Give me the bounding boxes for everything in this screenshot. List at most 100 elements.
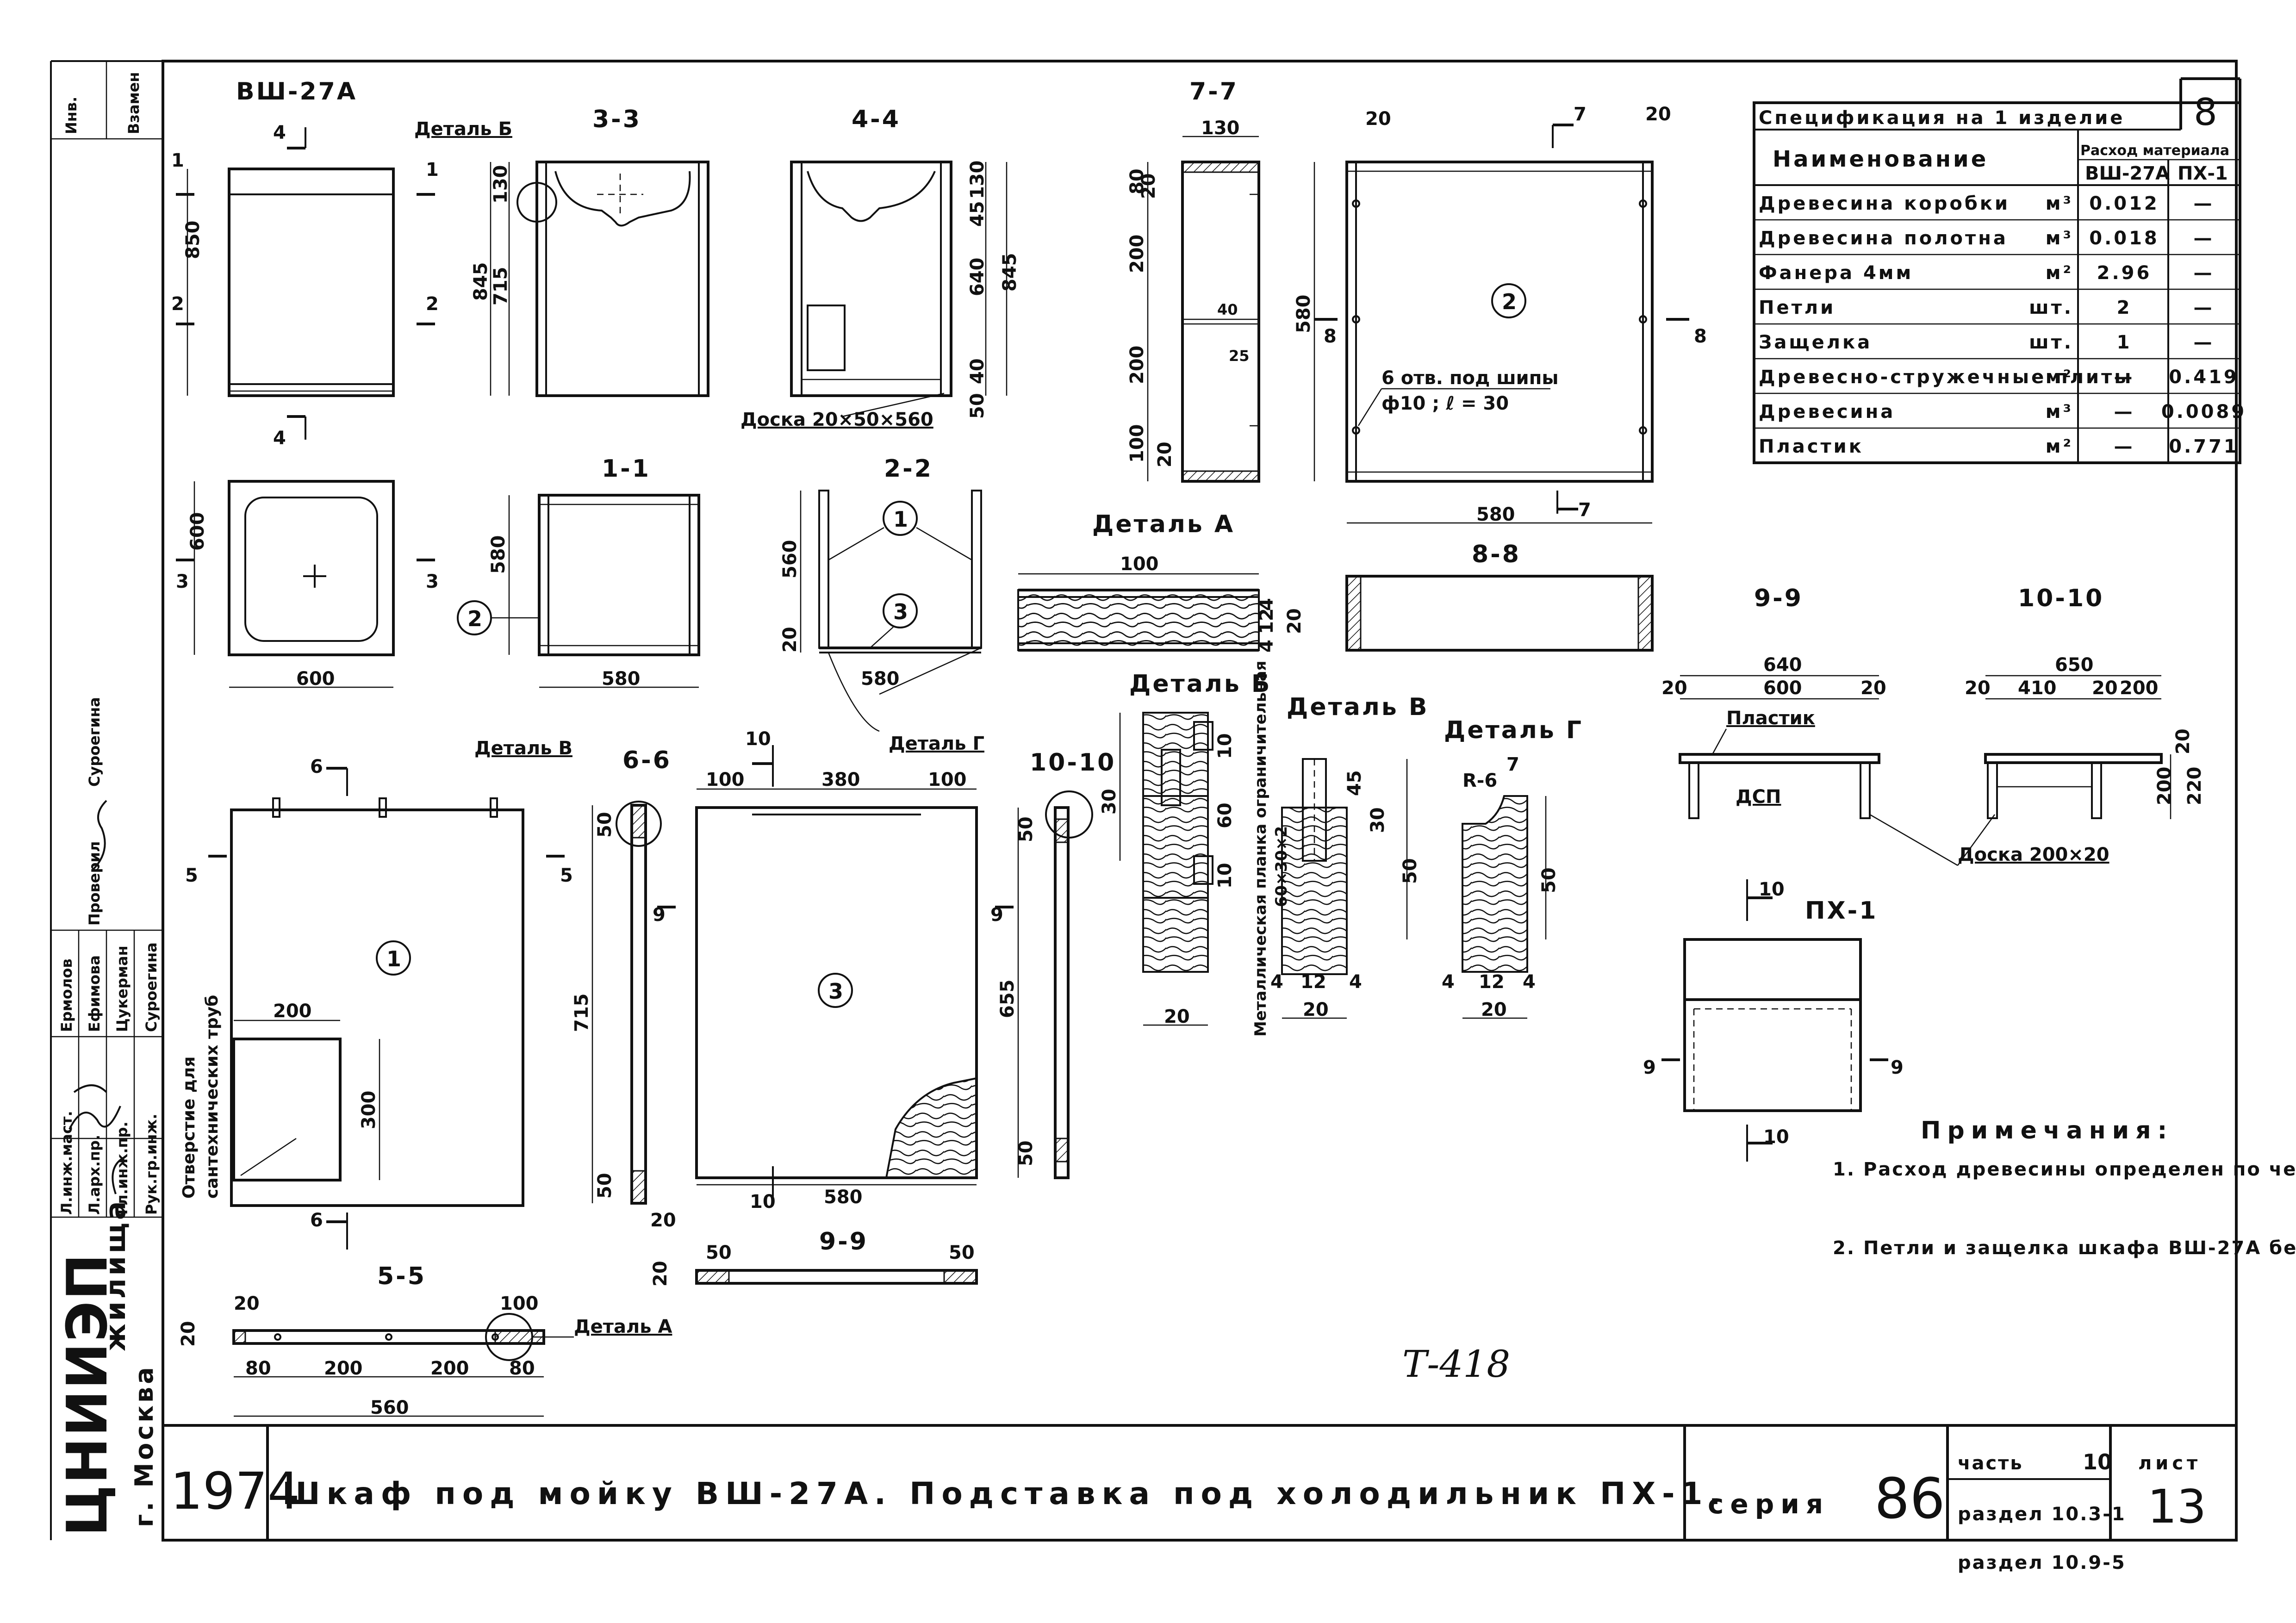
- dim-50-detv: 50: [1400, 858, 1421, 884]
- dim-20-66: 20: [650, 1210, 676, 1231]
- dim-715-66: 715: [571, 994, 592, 1032]
- spec-row-value-vsh: —: [2114, 436, 2135, 457]
- dim-80-77: 80: [1126, 168, 1148, 194]
- check-name: Суроегина: [86, 697, 103, 787]
- notes-block: Примечания: 1. Расход древесины определе…: [1833, 1117, 2296, 1259]
- dim-845-44: 845: [999, 253, 1020, 292]
- dim-130-33: 130: [490, 165, 511, 204]
- spec-row-value-vsh: 0.012: [2089, 193, 2159, 214]
- dim-20-detv: 20: [1303, 999, 1329, 1020]
- callout-plank: Металлическая планка ограничительная: [1251, 661, 1270, 1037]
- spec-header-name: Наименование: [1773, 146, 1988, 172]
- spec-row-value-px: 0.0089: [2161, 401, 2246, 423]
- dim-20-panel-a: 20: [1365, 108, 1391, 130]
- view-section-8-8: 8-8: [1345, 541, 1654, 652]
- view-title-1010b: 10-10: [1030, 749, 1116, 777]
- svg-text:6: 6: [310, 756, 323, 777]
- dim-300-door: 300: [358, 1091, 380, 1130]
- svg-text:9: 9: [653, 904, 666, 926]
- dim-20-55b: 20: [178, 1321, 199, 1347]
- section-below: раздел 10.9-5: [1958, 1552, 2126, 1573]
- dim-50-99a: 50: [706, 1242, 732, 1263]
- dim-60-detb: 60: [1214, 802, 1236, 828]
- dim-30-detb: 30: [1099, 789, 1120, 815]
- dim-10-detb-a: 10: [1214, 733, 1236, 759]
- dim-580-11-h: 580: [602, 668, 641, 690]
- spec-col2: ПХ-1: [2178, 163, 2228, 184]
- dim-20-1010c: 20: [2172, 728, 2194, 754]
- dim-580-11-v: 580: [488, 535, 509, 574]
- mark-3-22: 3: [893, 599, 908, 624]
- callout-holes-2: ф10 ; ℓ = 30: [1381, 393, 1509, 414]
- detail-v: Деталь В 45 30 50 4 12 4 20: [1270, 693, 1427, 1020]
- dim-600-99: 600: [1763, 678, 1802, 699]
- dim-20-77b: 20: [1154, 442, 1176, 467]
- svg-text:7: 7: [1578, 499, 1591, 521]
- svg-text:4: 4: [273, 122, 286, 143]
- dim-715-33: 715: [490, 267, 511, 306]
- dim-20-55a: 20: [234, 1293, 260, 1314]
- dim-25-77: 25: [1229, 347, 1250, 365]
- view-px1-10-10: 10-10 650 20 410 20 200 20 200 220 Доска…: [1869, 585, 2205, 866]
- sheet-value: 13: [2147, 1480, 2206, 1534]
- dim-20-detb: 20: [1164, 1006, 1190, 1027]
- spec-row-name: Древесина: [1759, 401, 1895, 423]
- dim-20-99a: 20: [1661, 678, 1687, 699]
- spec-row-value-px: 0.419: [2169, 367, 2239, 388]
- sign-name-1: Ермолов: [58, 958, 75, 1032]
- dim-50-99b: 50: [949, 1242, 975, 1263]
- sheet-frame: [162, 60, 2238, 1542]
- view-title-22: 2-2: [884, 455, 933, 483]
- view-section-5-5: 5-5 Деталь А 20 100 20 80 200 200 80 560: [178, 1262, 672, 1418]
- svg-text:10: 10: [750, 1191, 776, 1213]
- view-section-2-2: 2-2 1 3 580 560 20: [779, 455, 982, 732]
- spec-row-name: Древесина коробки: [1759, 193, 2010, 214]
- mark-1-22: 1: [893, 507, 908, 532]
- svg-text:7: 7: [1574, 104, 1587, 125]
- mark-1-door: 1: [386, 946, 401, 971]
- svg-text:2: 2: [426, 293, 439, 315]
- dim-850: 850: [182, 221, 204, 260]
- svg-text:1: 1: [426, 159, 439, 180]
- mark-2-11: 2: [467, 606, 482, 631]
- svg-text:9: 9: [1891, 1057, 1904, 1078]
- callout-plastic: Пластик: [1726, 708, 1815, 729]
- spec-row-value-px: —: [2194, 262, 2215, 284]
- sign-name-4: Суроегина: [143, 942, 160, 1032]
- spec-caption: Спецификация на 1 изделие: [1759, 107, 2125, 129]
- dim-50-66b: 50: [594, 1173, 616, 1199]
- view-title-33: 3-3: [592, 106, 641, 133]
- series-value: 86: [1874, 1467, 1945, 1531]
- dim-200-55b: 200: [430, 1358, 469, 1379]
- sign-role-2: Л.арх.пр.: [86, 1135, 103, 1215]
- svg-text:9: 9: [990, 904, 1003, 926]
- spec-row-value-px: —: [2194, 297, 2215, 318]
- dim-20-1010b: 20: [2092, 678, 2118, 699]
- dim-20-deta: 20: [1284, 608, 1305, 634]
- series-label: серия: [1708, 1488, 1829, 1520]
- spec-row-unit: м²: [2046, 436, 2073, 457]
- dim-200-1010: 200: [2120, 678, 2159, 699]
- left-stamp-strip: Инв. Взамен Л.инж.маст. Л.арх.пр. Гл.инж…: [50, 60, 163, 1540]
- callout-doska-2: Доска 200×20: [1958, 844, 2109, 865]
- dim-100-p3b: 100: [928, 769, 967, 790]
- svg-text:3: 3: [176, 571, 189, 592]
- view-title-77: 7-7: [1189, 78, 1238, 106]
- spec-row-name: Фанера 4мм: [1759, 262, 1913, 284]
- dim-200-77a: 200: [1126, 235, 1148, 274]
- dim-600-plan-v: 600: [187, 512, 208, 551]
- dim-845-33: 845: [470, 262, 492, 301]
- svg-text:9: 9: [1643, 1057, 1656, 1078]
- dim-50-44: 50: [967, 393, 988, 419]
- spec-row-value-vsh: 1: [2117, 332, 2132, 353]
- spec-row-name: Древесина полотна: [1759, 228, 2008, 249]
- dim-45-detv: 45: [1344, 770, 1365, 796]
- dim-100-77: 100: [1126, 424, 1148, 463]
- view-title-55: 5-5: [377, 1262, 426, 1290]
- dim-100-55: 100: [500, 1293, 539, 1314]
- detail-b-ref-top: Деталь Б: [414, 118, 512, 140]
- spec-row-value-px: —: [2194, 193, 2215, 214]
- dim-200-door: 200: [273, 1001, 312, 1022]
- callout-dsp: ДСП: [1736, 786, 1781, 808]
